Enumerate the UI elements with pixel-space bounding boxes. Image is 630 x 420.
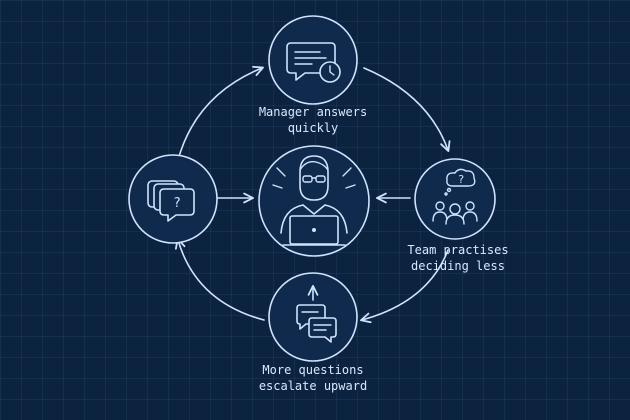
arrow-top-to-right xyxy=(363,67,451,152)
node-top xyxy=(268,15,358,105)
question-cards-icon: ? xyxy=(147,180,195,222)
node-center xyxy=(258,145,370,257)
label-bottom: More questions escalate upward xyxy=(258,363,368,393)
node-left: ? xyxy=(128,154,218,244)
arrow-right-to-bottom xyxy=(360,249,449,324)
escalate-chat-icon xyxy=(296,284,337,343)
label-right: Team practises deciding less xyxy=(407,243,509,273)
left-question-mark: ? xyxy=(173,196,181,211)
arrow-left-to-top xyxy=(177,65,264,161)
node-right: ? xyxy=(414,158,496,240)
node-bottom xyxy=(268,272,358,362)
chat-clock-icon xyxy=(286,42,341,83)
manager-laptop-icon xyxy=(272,155,356,246)
team-thinking-icon: ? xyxy=(432,168,478,225)
right-question-mark: ? xyxy=(458,173,465,186)
arrow-bottom-to-left xyxy=(174,238,265,321)
label-top: Manager answers quickly xyxy=(258,105,368,135)
